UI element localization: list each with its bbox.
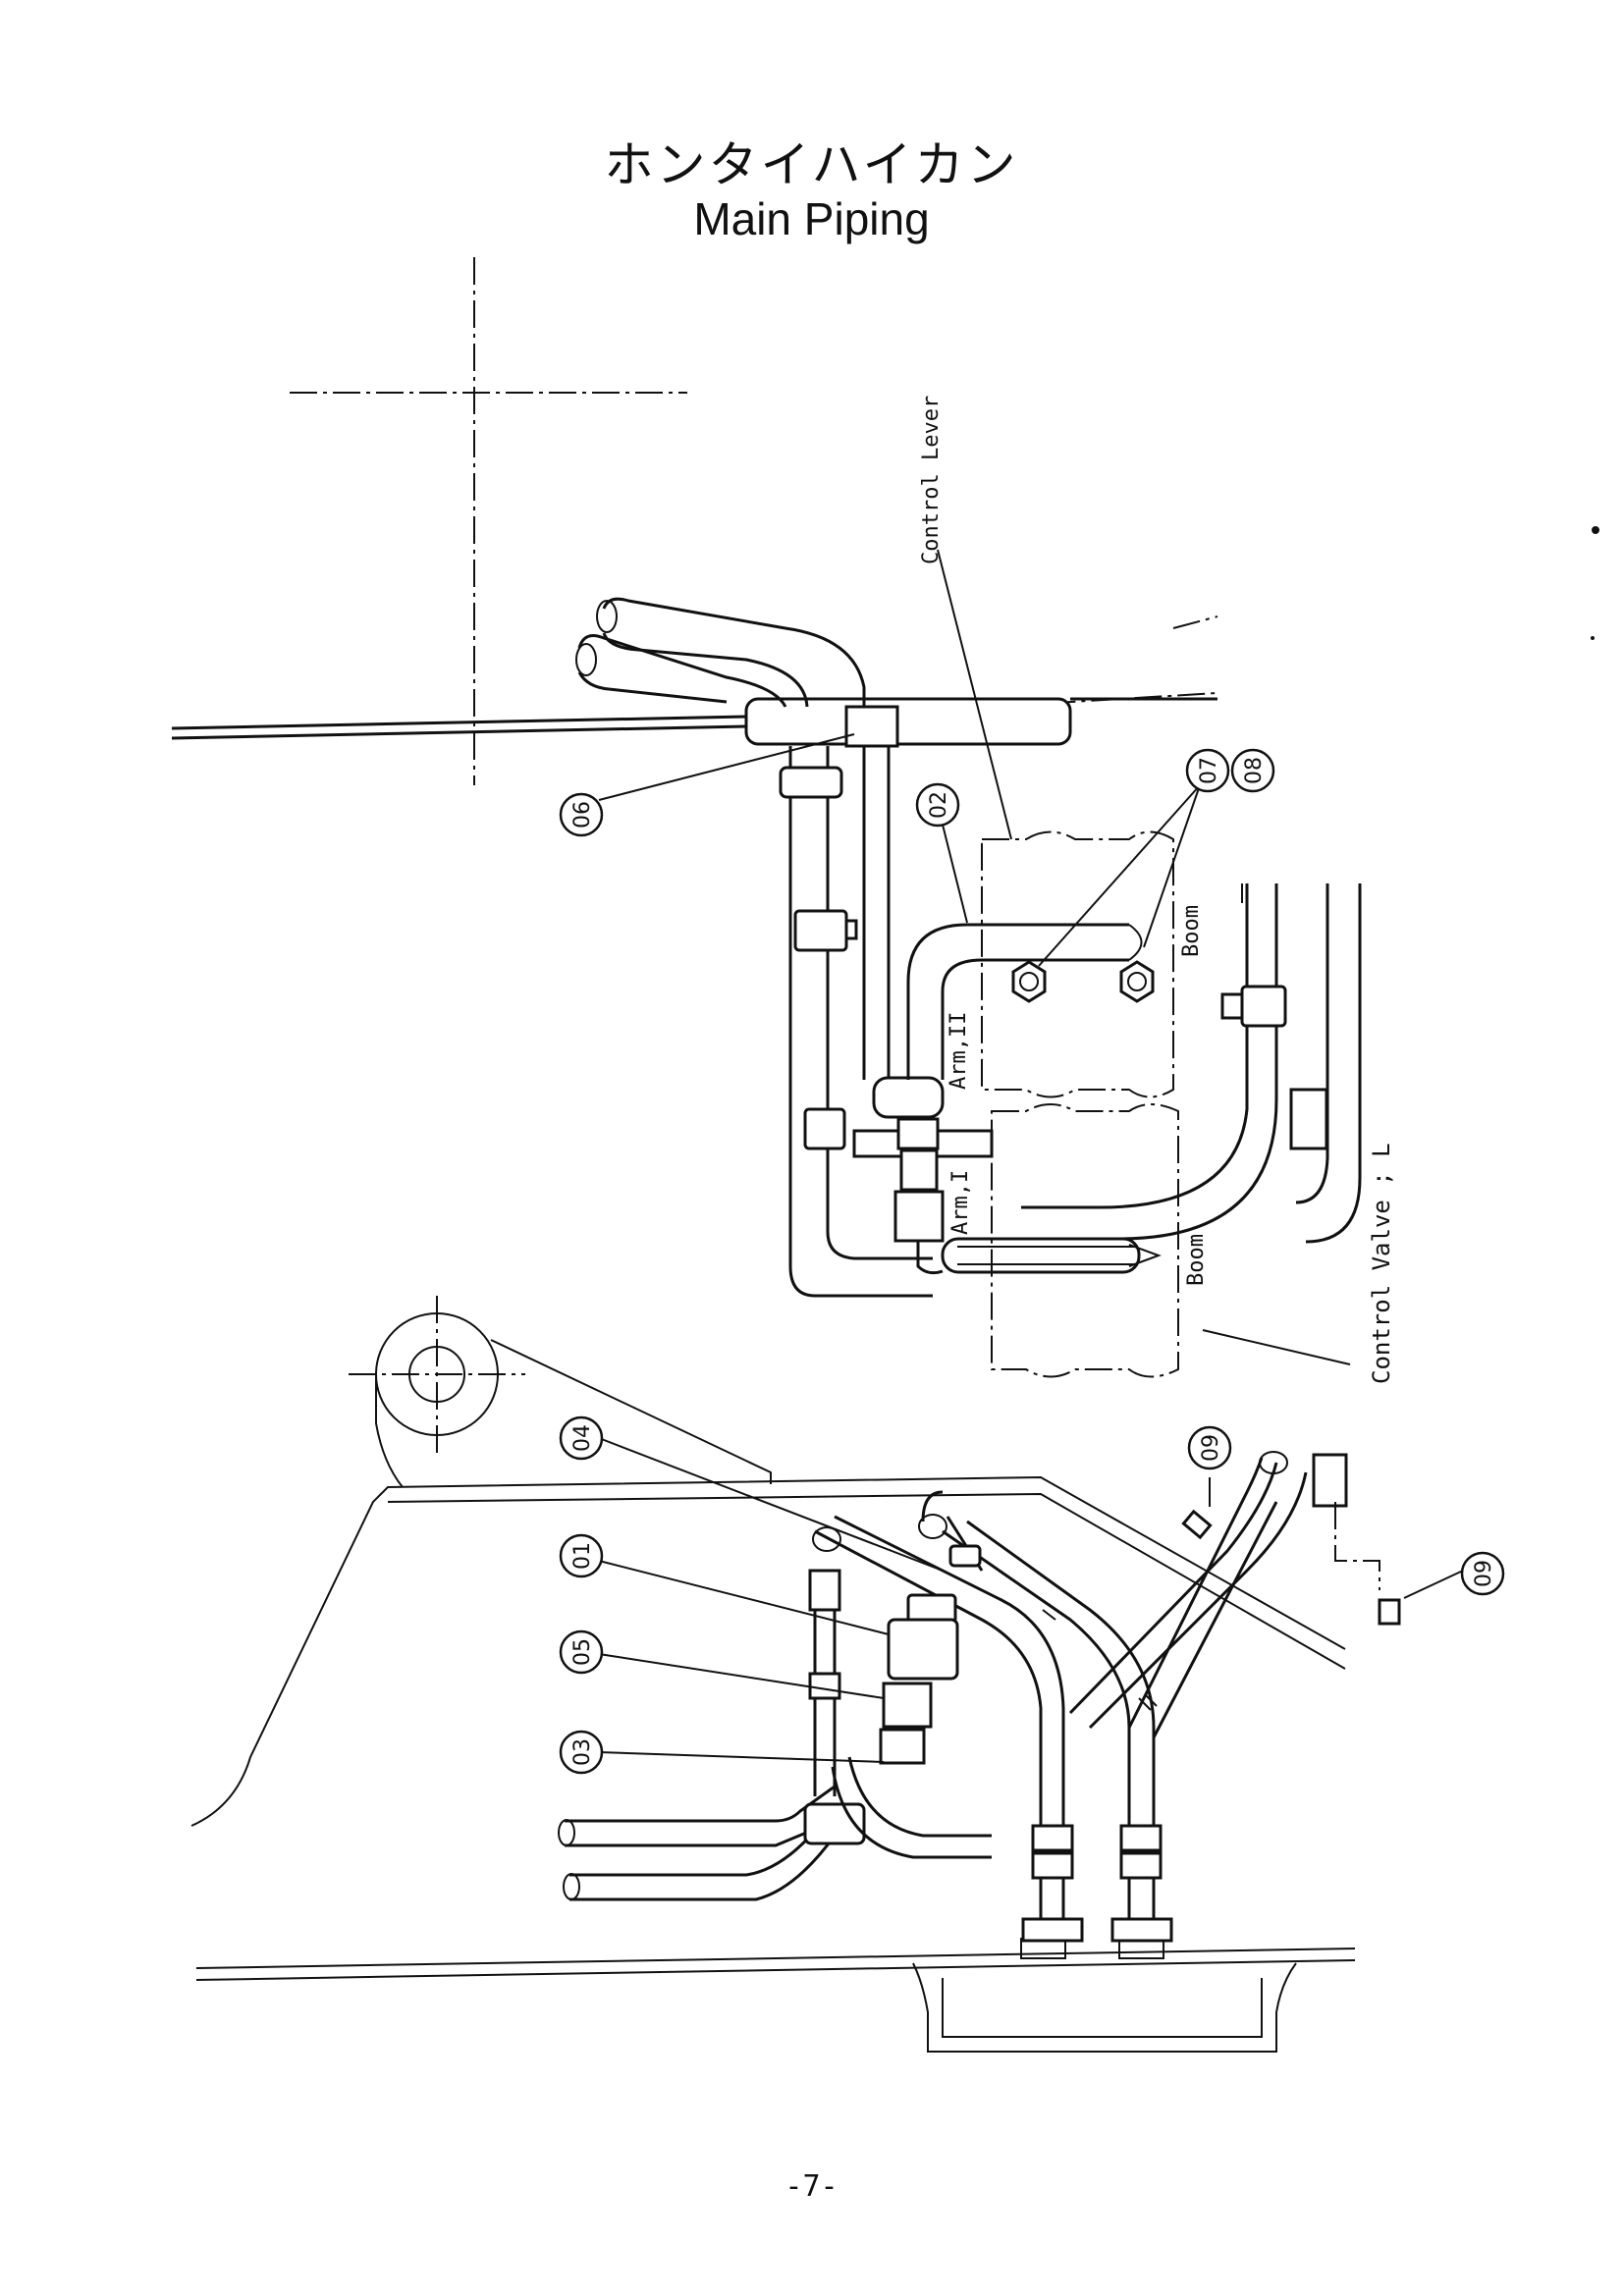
part-bubble-05: 05 [559, 1629, 604, 1675]
leaders-lower [598, 1437, 1464, 1763]
svg-text:09: 09 [1472, 1560, 1496, 1587]
svg-text:04: 04 [570, 1424, 595, 1452]
control-valve-outline [981, 830, 1179, 1378]
distribution-block [744, 697, 1072, 748]
part-bubble-01: 01 [559, 1533, 604, 1578]
upper-piping [575, 597, 1362, 1298]
svg-text:01: 01 [570, 1542, 595, 1570]
label-control-lever: Control Lever [919, 396, 944, 564]
part-bubble-08: 08 [1230, 748, 1275, 793]
svg-text:03: 03 [570, 1738, 595, 1766]
lower-piping [558, 1451, 1401, 1943]
leaders-upper [598, 549, 1351, 1365]
part-bubble-07: 07 [1185, 748, 1230, 793]
boom-foot-pin [349, 1296, 772, 1488]
part-bubble-06: 06 [559, 792, 604, 837]
title-japanese: ホンタイハイカン [604, 136, 1019, 193]
page-number: -7- [784, 2169, 839, 2204]
label-control-valve: Control Valve ; L [1368, 1143, 1395, 1384]
label-boom-upper: Boom [1179, 905, 1204, 957]
part-bubble-09-right: 09 [1460, 1551, 1505, 1596]
part-number-bubbles: 06 02 07 08 04 01 05 03 [559, 748, 1505, 1775]
svg-text:08: 08 [1242, 757, 1267, 784]
component-labels: Control Lever Control Valve ; L Boom Boo… [919, 396, 1395, 1384]
part-bubble-03: 03 [559, 1730, 604, 1775]
part-bubble-02: 02 [915, 782, 960, 828]
svg-text:09: 09 [1199, 1434, 1223, 1462]
part-bubble-09-upper: 09 [1187, 1425, 1232, 1470]
svg-text:06: 06 [570, 801, 595, 828]
svg-text:07: 07 [1197, 757, 1221, 784]
frame-lower [190, 1475, 1356, 2053]
part-bubble-04: 04 [559, 1415, 604, 1461]
label-arm-2: Arm,II [947, 1012, 971, 1090]
title-english: Main Piping [693, 193, 930, 244]
label-boom-lower: Boom [1184, 1234, 1209, 1286]
label-arm-1: Arm,I [948, 1170, 973, 1235]
svg-text:02: 02 [927, 791, 951, 819]
svg-text:05: 05 [570, 1638, 595, 1666]
centerlines-upper [290, 257, 687, 785]
scan-dots [1591, 526, 1599, 640]
